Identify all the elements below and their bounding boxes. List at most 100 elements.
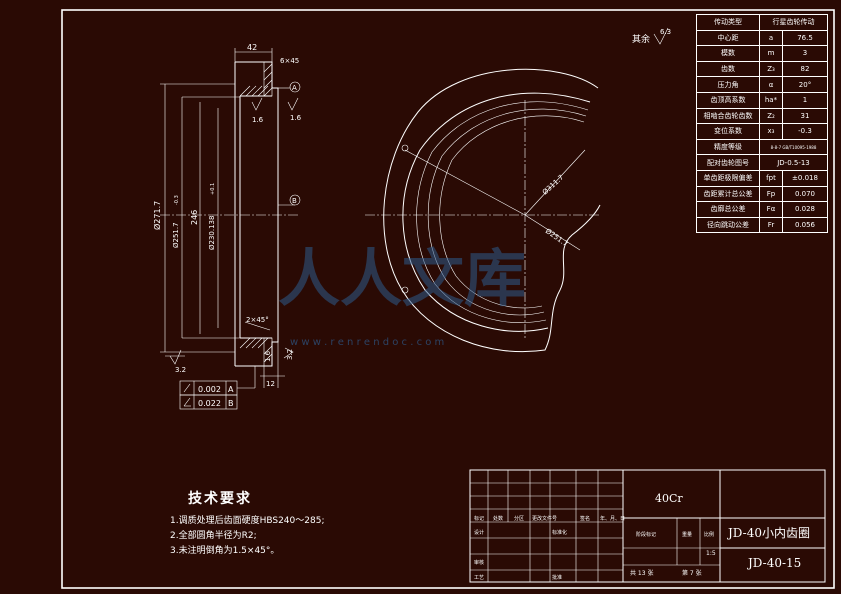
param-value: ±0.018	[782, 169, 828, 187]
param-name: 变位系数	[696, 123, 760, 140]
param-symbol: fpt	[759, 169, 783, 187]
hatch-bottom	[239, 337, 273, 367]
watermark-text: 人人文库	[278, 242, 526, 315]
fcf-runout-datum: A	[228, 385, 234, 394]
tb-label-date: 年、月、日	[600, 516, 626, 522]
fcf-perp-datum: B	[228, 399, 234, 408]
param-symbol: Z₃	[759, 60, 783, 78]
tb-label-weight: 重量	[682, 532, 693, 538]
notes-title: 技术要求	[188, 491, 252, 507]
param-symbol: m	[759, 45, 783, 62]
param-value: 0.028	[782, 201, 828, 218]
tb-scale: 1:5	[706, 550, 716, 557]
tb-label-craft: 工艺	[474, 575, 485, 581]
param-symbol: ha*	[759, 91, 783, 109]
tb-sheet-no: 第 7 张	[682, 570, 702, 577]
title-block-grid	[469, 469, 826, 583]
param-symbol: Fr	[759, 216, 783, 234]
param-value: 20°	[782, 76, 828, 93]
param-symbol: a	[759, 29, 783, 47]
param-value: 8-8-7 GB/T10095-1988	[759, 138, 828, 156]
param-name: 齿顶高系数	[696, 91, 760, 109]
param-name: 中心距	[696, 29, 760, 47]
dim-chamfer-6x45: 6×45	[280, 57, 299, 65]
param-name: 径向跳动公差	[696, 216, 760, 234]
tb-label-mark: 标记	[474, 516, 485, 522]
front-dia-251: Ø251.7	[544, 227, 570, 248]
rough-16-left: 1.6	[252, 116, 264, 124]
dim-246: 246	[190, 210, 199, 225]
front-dia-311: Ø311.7	[541, 173, 565, 196]
dim-12: 12	[266, 380, 275, 388]
tb-label-standard: 标准化	[552, 530, 568, 536]
param-symbol: Z₂	[759, 107, 783, 125]
tb-label-stage: 阶段标记	[636, 532, 657, 538]
tb-material: 40Cr	[655, 492, 683, 505]
tb-label-approve: 批准	[552, 575, 563, 581]
rough-16-right: 1.6	[264, 350, 272, 362]
tb-label-ratio: 比例	[704, 532, 715, 538]
param-row: 传动类型行星齿轮传动	[696, 14, 828, 31]
param-name: 齿廓总公差	[696, 201, 760, 218]
watermark-url: w w w . r e n r e n d o c . c o m	[290, 337, 444, 348]
hatch-top	[239, 61, 273, 97]
sheet-border	[61, 9, 835, 589]
param-name: 压力角	[696, 76, 760, 93]
param-value: 3	[782, 45, 828, 62]
datum-b-label: B	[292, 197, 297, 205]
section-view: 42 6×45 A B 1.6 1.6 Ø271.7 Ø251.7 -0.3 2…	[152, 43, 302, 410]
tb-label-design: 设计	[474, 530, 485, 536]
dim-chamfer-2x45: 2×45°	[246, 316, 269, 324]
rough-32-right: 3.2	[286, 349, 294, 360]
tb-sheet-total: 共 13 张	[630, 570, 654, 577]
param-name: 传动类型	[696, 14, 760, 31]
feature-control-frames: 0.002 A 0.022 B	[179, 366, 256, 410]
tb-label-sign: 签名	[580, 516, 591, 522]
param-value: 行星齿轮传动	[759, 14, 828, 31]
param-name: 齿距累计总公差	[696, 185, 760, 203]
rough-32-bottom: 3.2	[175, 366, 186, 374]
param-name: 模数	[696, 45, 760, 62]
watermark: 人人文库 w w w . r e n r e n d o c . c o m	[278, 242, 526, 348]
param-value: 31	[782, 107, 828, 125]
fcf-runout-value: 0.002	[198, 385, 221, 394]
tb-part-name: JD-40小内齿圈	[728, 526, 810, 540]
param-value: 82	[782, 60, 828, 78]
rough-16-right-top: 1.6	[290, 114, 302, 122]
technical-requirements: 技术要求 1.调质处理后齿面硬度HBS240～285; 2.全部圆角半径为R2;…	[170, 488, 470, 559]
dim-width-42: 42	[247, 43, 257, 52]
datum-a-label: A	[292, 84, 297, 92]
note-line-1: 1.调质处理后齿面硬度HBS240～285;	[170, 516, 325, 526]
dim-dia-251: Ø251.7	[172, 222, 180, 248]
param-value: JD-0.5-13	[759, 154, 828, 171]
param-name: 相啮合齿轮齿数	[696, 107, 760, 125]
tb-drawing-no: JD-40-15	[748, 556, 802, 570]
param-value: -0.3	[782, 123, 828, 140]
dim-dia-230: Ø230.138	[208, 216, 216, 250]
note-line-3: 3.未注明倒角为1.5×45°。	[170, 546, 280, 556]
tb-label-zone: 分区	[514, 516, 525, 522]
param-name: 齿数	[696, 60, 760, 78]
tb-label-docno: 更改文件号	[532, 516, 558, 522]
note-line-2: 2.全部圆角半径为R2;	[170, 531, 257, 541]
param-value: 1	[782, 91, 828, 109]
rest-roughness-value: 6.3	[660, 28, 671, 36]
tb-label-count: 处数	[493, 516, 504, 522]
tol-dia-230: +0.1	[210, 183, 216, 195]
dim-dia-271: Ø271.7	[152, 201, 162, 230]
tb-label-review: 审核	[474, 560, 485, 566]
param-value: 76.5	[782, 29, 828, 47]
param-symbol: Fα	[759, 201, 783, 218]
param-value: 0.070	[782, 185, 828, 203]
param-symbol: x₃	[759, 123, 783, 140]
